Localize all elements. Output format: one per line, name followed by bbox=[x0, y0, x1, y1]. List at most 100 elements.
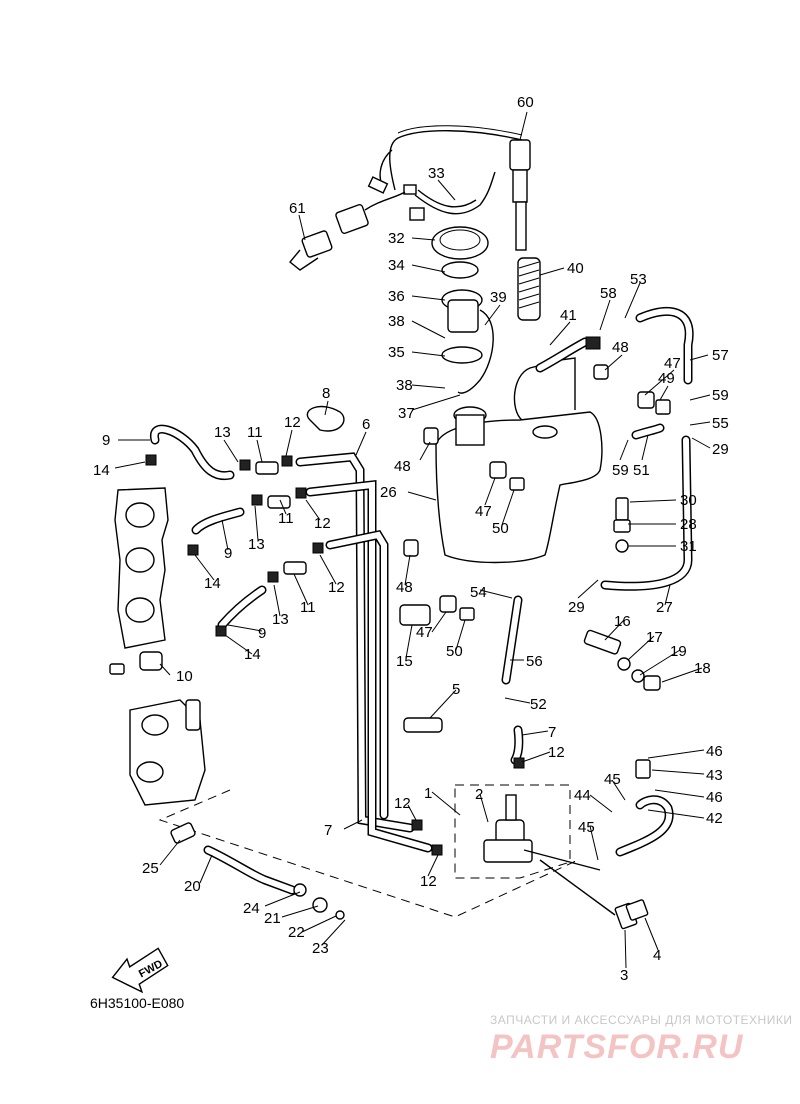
callout: 42 bbox=[706, 810, 723, 827]
callout: 41 bbox=[560, 307, 577, 324]
callout: 29 bbox=[712, 441, 729, 458]
fwd-arrow-icon: FWD bbox=[111, 947, 169, 994]
callout: 14 bbox=[93, 462, 110, 479]
callout: 17 bbox=[646, 629, 663, 646]
cap-32 bbox=[431, 226, 494, 394]
callout: 19 bbox=[670, 643, 687, 660]
callout: 34 bbox=[388, 257, 405, 274]
callout: 29 bbox=[568, 599, 585, 616]
callout: 9 bbox=[258, 625, 266, 642]
callout: 15 bbox=[396, 653, 413, 670]
callout: 45 bbox=[578, 819, 595, 836]
callout: 28 bbox=[680, 516, 697, 533]
callout: 33 bbox=[428, 165, 445, 182]
callout: 2 bbox=[475, 786, 483, 803]
callout: 48 bbox=[394, 458, 411, 475]
watermark-caption: ЗАПЧАСТИ И АКСЕССУАРЫ ДЛЯ МОТОТЕХНИКИ bbox=[490, 1013, 792, 1027]
callout: 25 bbox=[142, 860, 159, 877]
callout: 56 bbox=[526, 653, 543, 670]
callout: 12 bbox=[284, 414, 301, 431]
callout: 39 bbox=[490, 289, 507, 306]
callout: 61 bbox=[289, 200, 306, 217]
callout: 8 bbox=[322, 385, 330, 402]
callout: 48 bbox=[396, 579, 413, 596]
callout: 4 bbox=[653, 947, 661, 964]
diagram-code: 6H35100-E080 bbox=[90, 995, 184, 1011]
callout: 51 bbox=[633, 462, 650, 479]
watermark-logo: PARTSFOR.RU bbox=[490, 1028, 744, 1066]
callout: 9 bbox=[102, 432, 110, 449]
callout: 59 bbox=[612, 462, 629, 479]
callout: 30 bbox=[680, 492, 697, 509]
callout: 54 bbox=[470, 584, 487, 601]
callout: 11 bbox=[278, 510, 294, 527]
callout: 47 bbox=[664, 355, 681, 372]
wiring-harness bbox=[367, 125, 523, 195]
callout: 47 bbox=[475, 503, 492, 520]
connector-61 bbox=[289, 191, 406, 271]
callout: 6 bbox=[362, 416, 370, 433]
callout: 49 bbox=[658, 370, 675, 387]
callout: 58 bbox=[600, 285, 617, 302]
callout: 18 bbox=[694, 660, 711, 677]
callout: 46 bbox=[706, 789, 723, 806]
callout: 53 bbox=[630, 271, 647, 288]
callout: 31 bbox=[680, 538, 697, 555]
callout: 14 bbox=[204, 575, 221, 592]
callout: 13 bbox=[248, 536, 265, 553]
strap-33 bbox=[409, 171, 496, 221]
callout: 16 bbox=[614, 613, 631, 630]
callout: 35 bbox=[388, 344, 405, 361]
callout: 32 bbox=[388, 230, 405, 247]
callout: 3 bbox=[620, 967, 628, 984]
callout: 20 bbox=[184, 878, 201, 895]
callout: 11 bbox=[247, 424, 263, 441]
callout: 12 bbox=[420, 873, 437, 890]
callout: 22 bbox=[288, 924, 305, 941]
callout: 5 bbox=[452, 681, 460, 698]
callout: 13 bbox=[272, 611, 289, 628]
callout: 23 bbox=[312, 940, 329, 957]
callout: 44 bbox=[574, 787, 591, 804]
callout: 47 bbox=[416, 624, 433, 641]
carburetor-assembly bbox=[114, 487, 579, 918]
callout: 14 bbox=[244, 646, 261, 663]
callout: 12 bbox=[328, 579, 345, 596]
callout-labels: 60 33 61 32 34 40 53 36 39 58 38 41 57 3… bbox=[93, 94, 729, 984]
callout: 21 bbox=[264, 910, 281, 927]
callout: 48 bbox=[612, 339, 629, 356]
callout: 45 bbox=[604, 771, 621, 788]
callout: 12 bbox=[394, 795, 411, 812]
callout: 52 bbox=[530, 696, 547, 713]
fuel-pump-1 bbox=[454, 784, 649, 930]
callout: 36 bbox=[388, 288, 405, 305]
callout: 24 bbox=[243, 900, 260, 917]
hoses bbox=[150, 306, 694, 895]
callout: 38 bbox=[388, 313, 405, 330]
leader-lines bbox=[114, 111, 711, 969]
callout: 11 bbox=[300, 599, 316, 616]
callout: 50 bbox=[492, 520, 509, 537]
callout: 26 bbox=[380, 484, 397, 501]
callout: 7 bbox=[324, 822, 332, 839]
callout: 37 bbox=[398, 405, 415, 422]
callout: 13 bbox=[214, 424, 231, 441]
callout: 12 bbox=[314, 515, 331, 532]
callout: 12 bbox=[548, 744, 565, 761]
callout: 38 bbox=[396, 377, 413, 394]
small-parts bbox=[109, 336, 671, 920]
callout: 43 bbox=[706, 767, 723, 784]
callout: 40 bbox=[567, 260, 584, 277]
callout: 10 bbox=[176, 668, 193, 685]
callout: 59 bbox=[712, 387, 729, 404]
callout: 55 bbox=[712, 415, 729, 432]
callout: 50 bbox=[446, 643, 463, 660]
callout: 1 bbox=[424, 785, 432, 802]
callout: 27 bbox=[656, 599, 673, 616]
tank-26 bbox=[435, 357, 603, 564]
callout: 7 bbox=[548, 724, 556, 741]
callout: 60 bbox=[517, 94, 534, 111]
callout: 57 bbox=[712, 347, 729, 364]
filler-neck-40 bbox=[509, 139, 541, 321]
